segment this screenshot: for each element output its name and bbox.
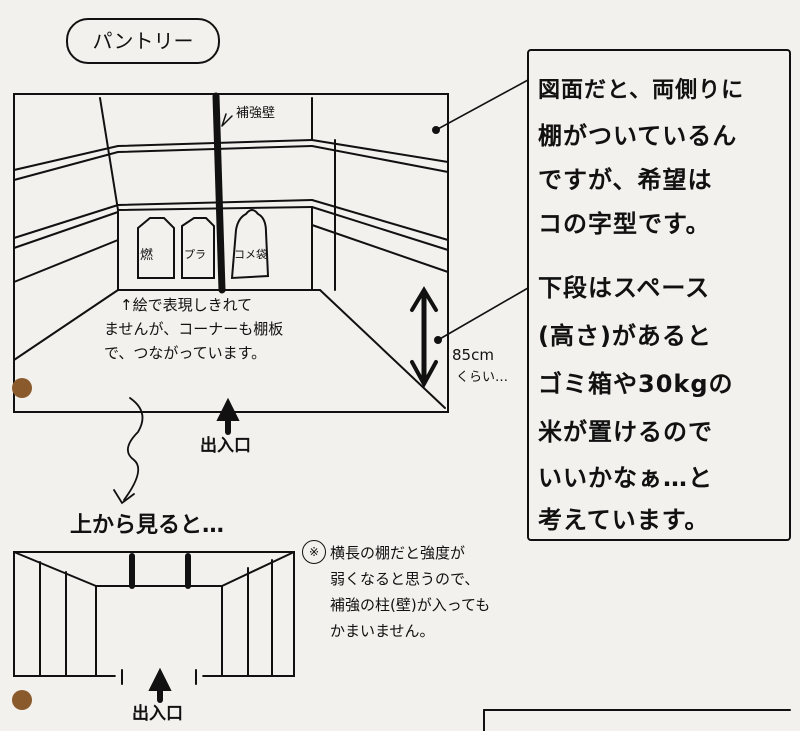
panel-line-8: 米が置けるので xyxy=(538,418,713,446)
bin-label-burnable: 燃 xyxy=(140,248,154,263)
sketch-note-3: で、つながっています。 xyxy=(104,344,267,362)
footnote-mark: ※ xyxy=(302,540,326,564)
curl-arrow xyxy=(123,397,144,501)
binder-hole xyxy=(12,690,32,710)
bin-label-plastic: プラ xyxy=(184,248,206,261)
footnote-line-4: かまいません。 xyxy=(330,622,435,640)
top-view-entrance-label: 出入口 xyxy=(132,704,183,724)
height-note: くらい… xyxy=(456,370,509,385)
entrance-label: 出入口 xyxy=(200,436,251,456)
wall-label: 補強壁 xyxy=(236,106,276,121)
binder-hole xyxy=(12,378,32,398)
bin-burnable xyxy=(137,217,175,279)
sketch-note-1: ↑絵で表現しきれて xyxy=(120,296,253,314)
footnote-line-2: 弱くなると思うので、 xyxy=(330,570,480,588)
request-panel-box xyxy=(527,49,791,541)
panel-line-6: (高さ)があると xyxy=(538,322,712,350)
panel-line-10: 考えています。 xyxy=(538,506,710,534)
reinforcing-wall xyxy=(212,92,226,294)
top-view-heading: 上から見ると… xyxy=(70,513,225,538)
panel-line-5: 下段はスペース xyxy=(538,274,711,302)
panel-line-4: コの字型です。 xyxy=(538,210,711,238)
panel-line-1: 図面だと、両側りに xyxy=(538,78,745,103)
bin-plastic xyxy=(181,217,215,279)
sketch-note-2: ませんが、コーナーも棚板 xyxy=(104,320,284,338)
height-value: 85cm xyxy=(452,346,494,364)
panel-line-7: ゴミ箱や30kgの xyxy=(538,370,734,398)
footnote-line-3: 補強の柱(壁)が入っても xyxy=(330,596,491,614)
panel-line-3: ですが、希望は xyxy=(538,166,713,194)
panel-line-2: 棚がついているん xyxy=(538,122,738,150)
page-title: パントリー xyxy=(66,18,220,64)
footnote-line-1: 横長の棚だと強度が xyxy=(330,544,466,562)
panel-line-9: いいかなぁ…と xyxy=(538,464,713,492)
bin-label-rice: コメ袋 xyxy=(234,248,267,261)
rice-bag xyxy=(230,209,270,280)
